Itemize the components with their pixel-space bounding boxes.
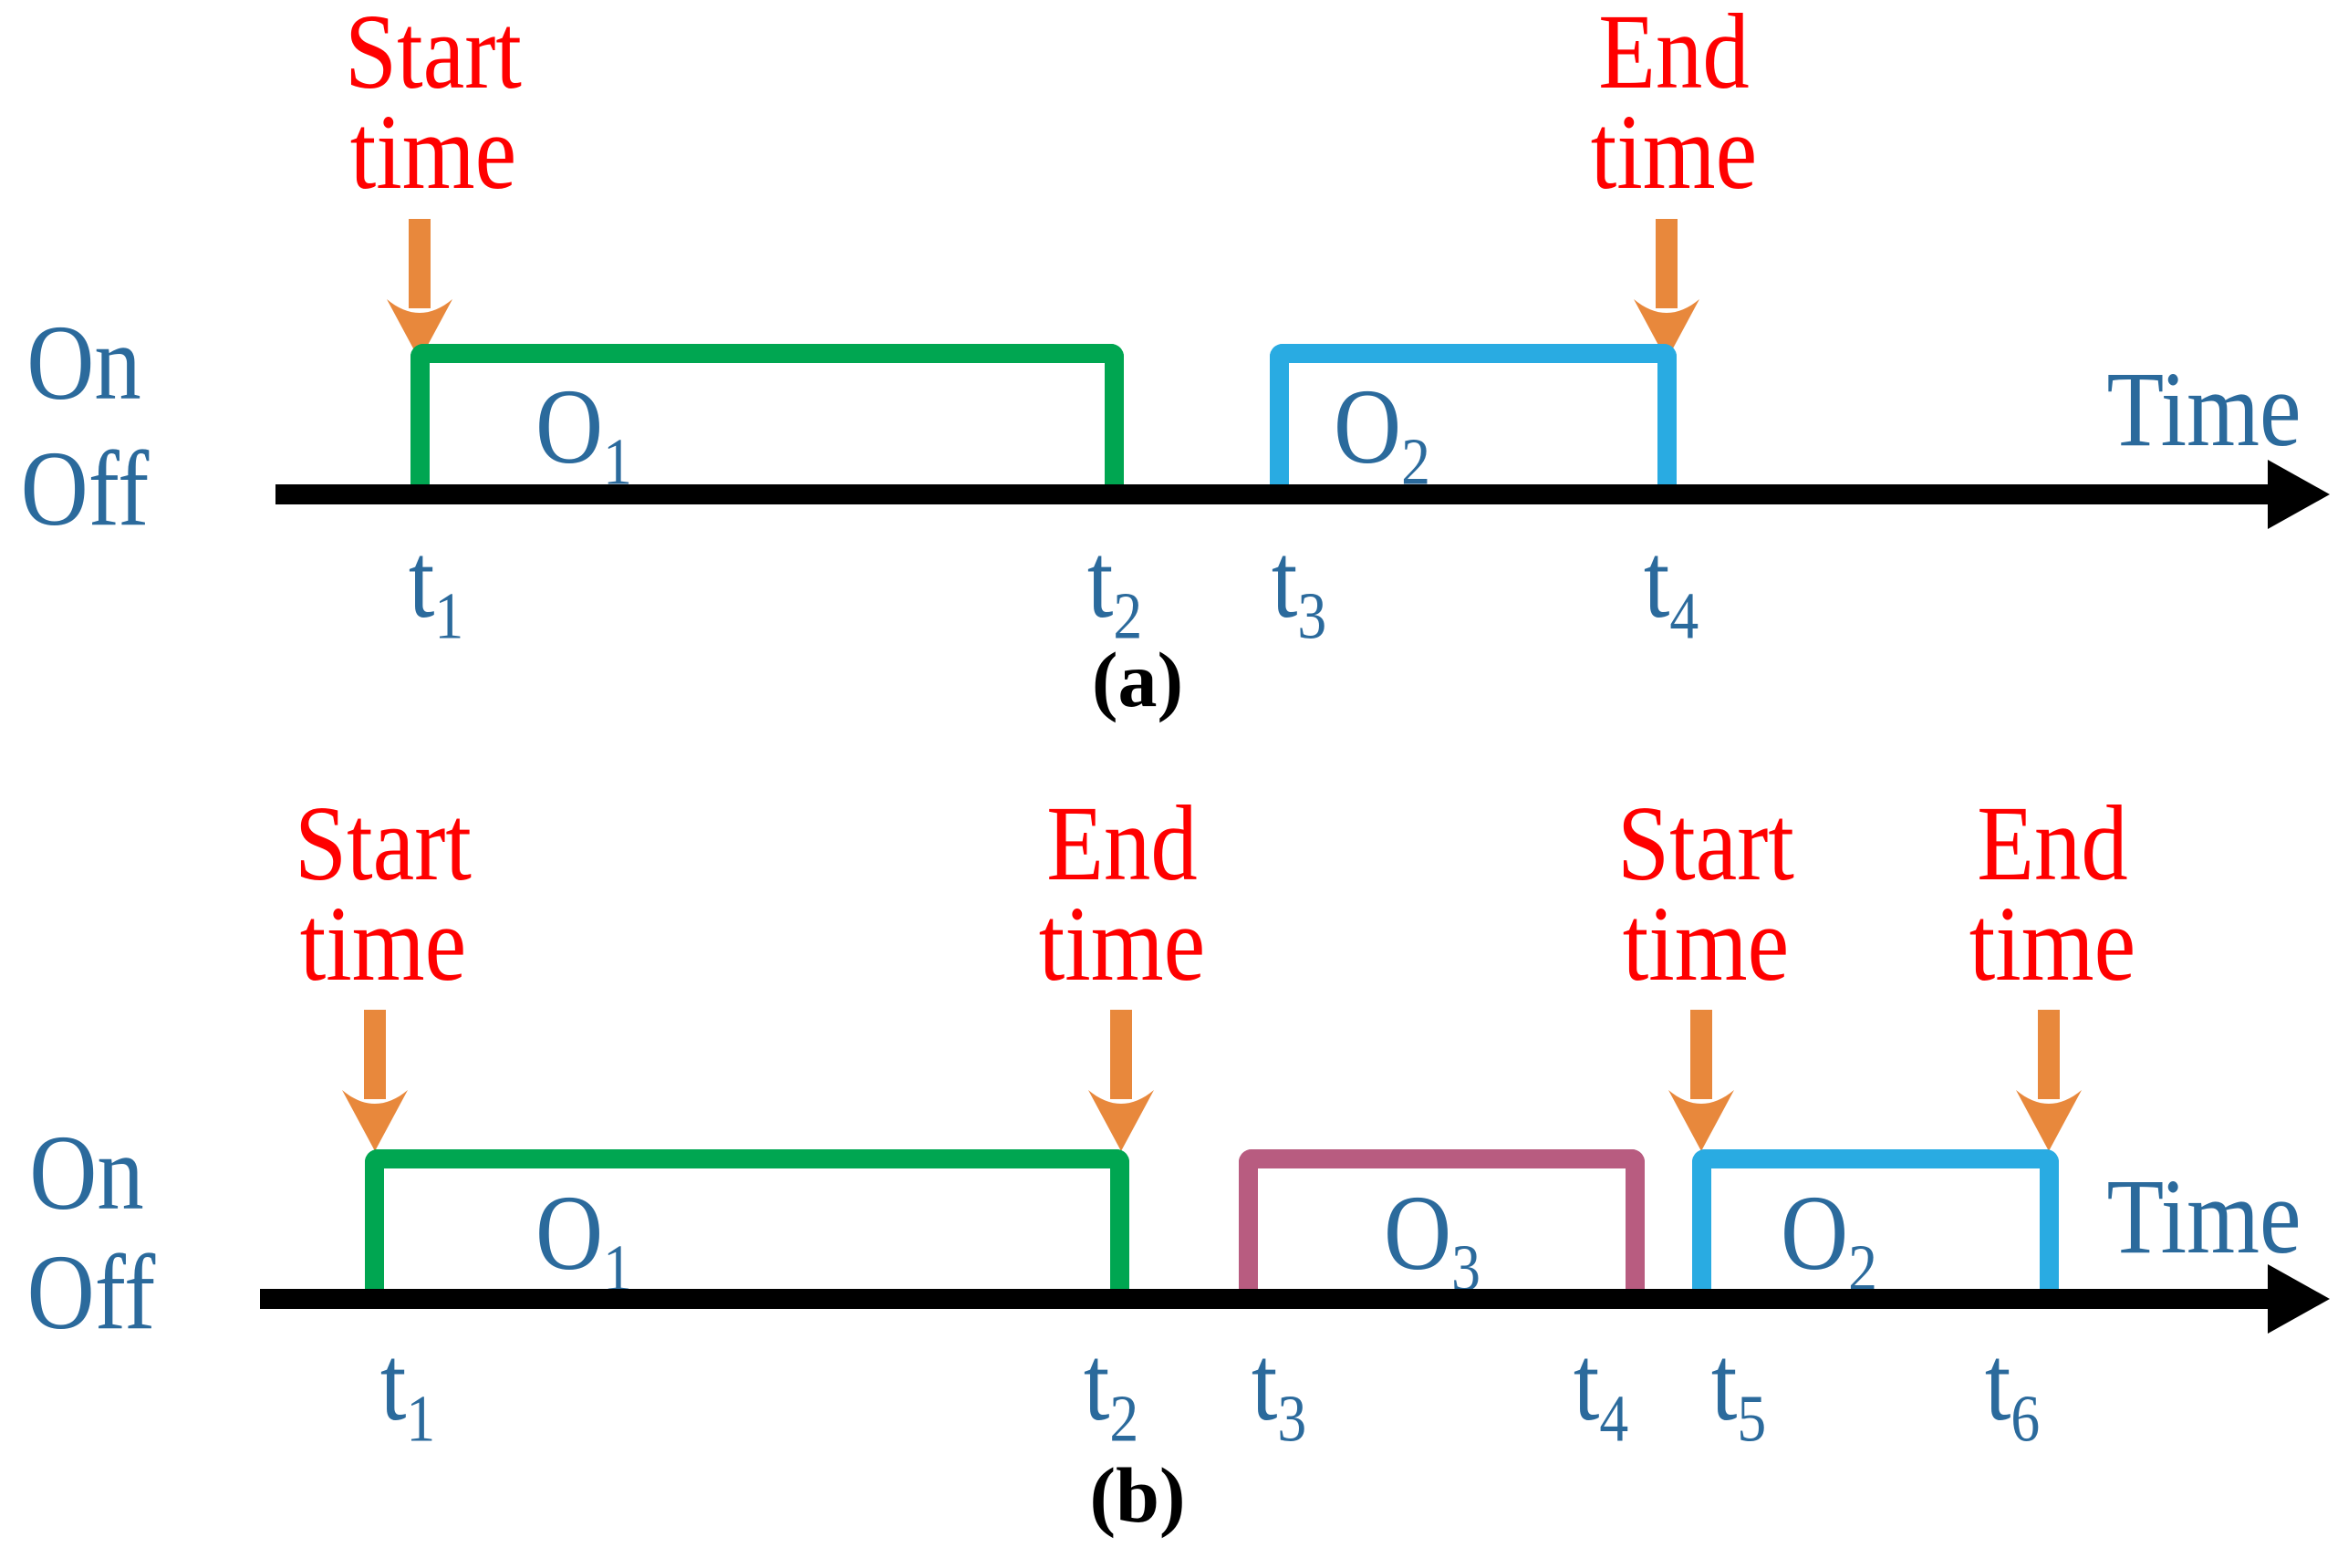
down-arrow-icon — [1668, 1010, 1734, 1151]
down-arrow-icon — [387, 219, 452, 360]
end-time-line2: time — [1969, 884, 2136, 1003]
down-arrow-icon — [2016, 1010, 2082, 1151]
start-time-line2: time — [1622, 884, 1790, 1003]
time-axis — [275, 484, 2291, 504]
caption-b: (b) — [1089, 1451, 1186, 1539]
time-axis-label: Time — [2106, 349, 2301, 469]
start-time-line1: Start — [295, 784, 472, 903]
end-time-line1: End — [1977, 784, 2128, 903]
time-axis-arrowhead-icon — [2268, 1264, 2330, 1334]
down-arrow-icon — [342, 1010, 408, 1151]
end-time-line1: End — [1598, 0, 1750, 111]
start-time-line2: time — [349, 92, 517, 212]
end-time-annotation-2: End time — [1969, 784, 2136, 1003]
end-time-annotation-1: End time — [1038, 784, 1206, 1003]
pulse-o1 — [410, 344, 1124, 487]
tick-t2: t2 — [1083, 1324, 1139, 1456]
start-time-line1: Start — [1617, 784, 1794, 903]
start-time-line2: time — [299, 884, 467, 1003]
tick-t6: t6 — [1984, 1324, 2041, 1456]
on-label: On — [29, 1113, 144, 1232]
caption-a: (a) — [1091, 636, 1184, 723]
start-time-annotation: Start time — [345, 0, 522, 212]
tick-t5: t5 — [1710, 1324, 1767, 1456]
tick-t1: t1 — [379, 1324, 436, 1456]
tick-t4: t4 — [1573, 1324, 1629, 1456]
tick-t1: t1 — [408, 521, 464, 653]
tick-t3: t3 — [1251, 1324, 1307, 1456]
end-time-line1: End — [1046, 784, 1198, 903]
pulse-o3-label: O3 — [1384, 1173, 1480, 1305]
end-time-line2: time — [1038, 884, 1206, 1003]
pulse-o2-label: O2 — [1781, 1173, 1877, 1305]
off-label: Off — [26, 1232, 156, 1352]
end-time-line2: time — [1590, 92, 1758, 212]
start-time-annotation-2: Start time — [1617, 784, 1794, 1003]
down-arrow-icon — [1634, 219, 1699, 360]
pulse-o1-label: O1 — [535, 1173, 632, 1305]
start-time-annotation-1: Start time — [295, 784, 472, 1003]
time-axis-label: Time — [2106, 1157, 2301, 1276]
tick-t4: t4 — [1643, 521, 1699, 653]
end-time-annotation: End time — [1590, 0, 1758, 212]
pulse-o2-label: O2 — [1334, 367, 1430, 499]
on-label: On — [26, 303, 141, 422]
pulse-o3 — [1239, 1149, 1645, 1291]
time-axis-arrowhead-icon — [2268, 460, 2330, 529]
pulse-o1-label: O1 — [535, 367, 632, 499]
pulse-o1 — [365, 1149, 1129, 1291]
off-label: Off — [20, 429, 150, 548]
start-time-line1: Start — [345, 0, 522, 111]
time-axis — [260, 1289, 2291, 1309]
down-arrow-icon — [1088, 1010, 1154, 1151]
pulse-o2 — [1270, 344, 1677, 487]
tick-t2: t2 — [1086, 521, 1143, 653]
tick-t3: t3 — [1271, 521, 1327, 653]
pulse-o2 — [1692, 1149, 2059, 1291]
